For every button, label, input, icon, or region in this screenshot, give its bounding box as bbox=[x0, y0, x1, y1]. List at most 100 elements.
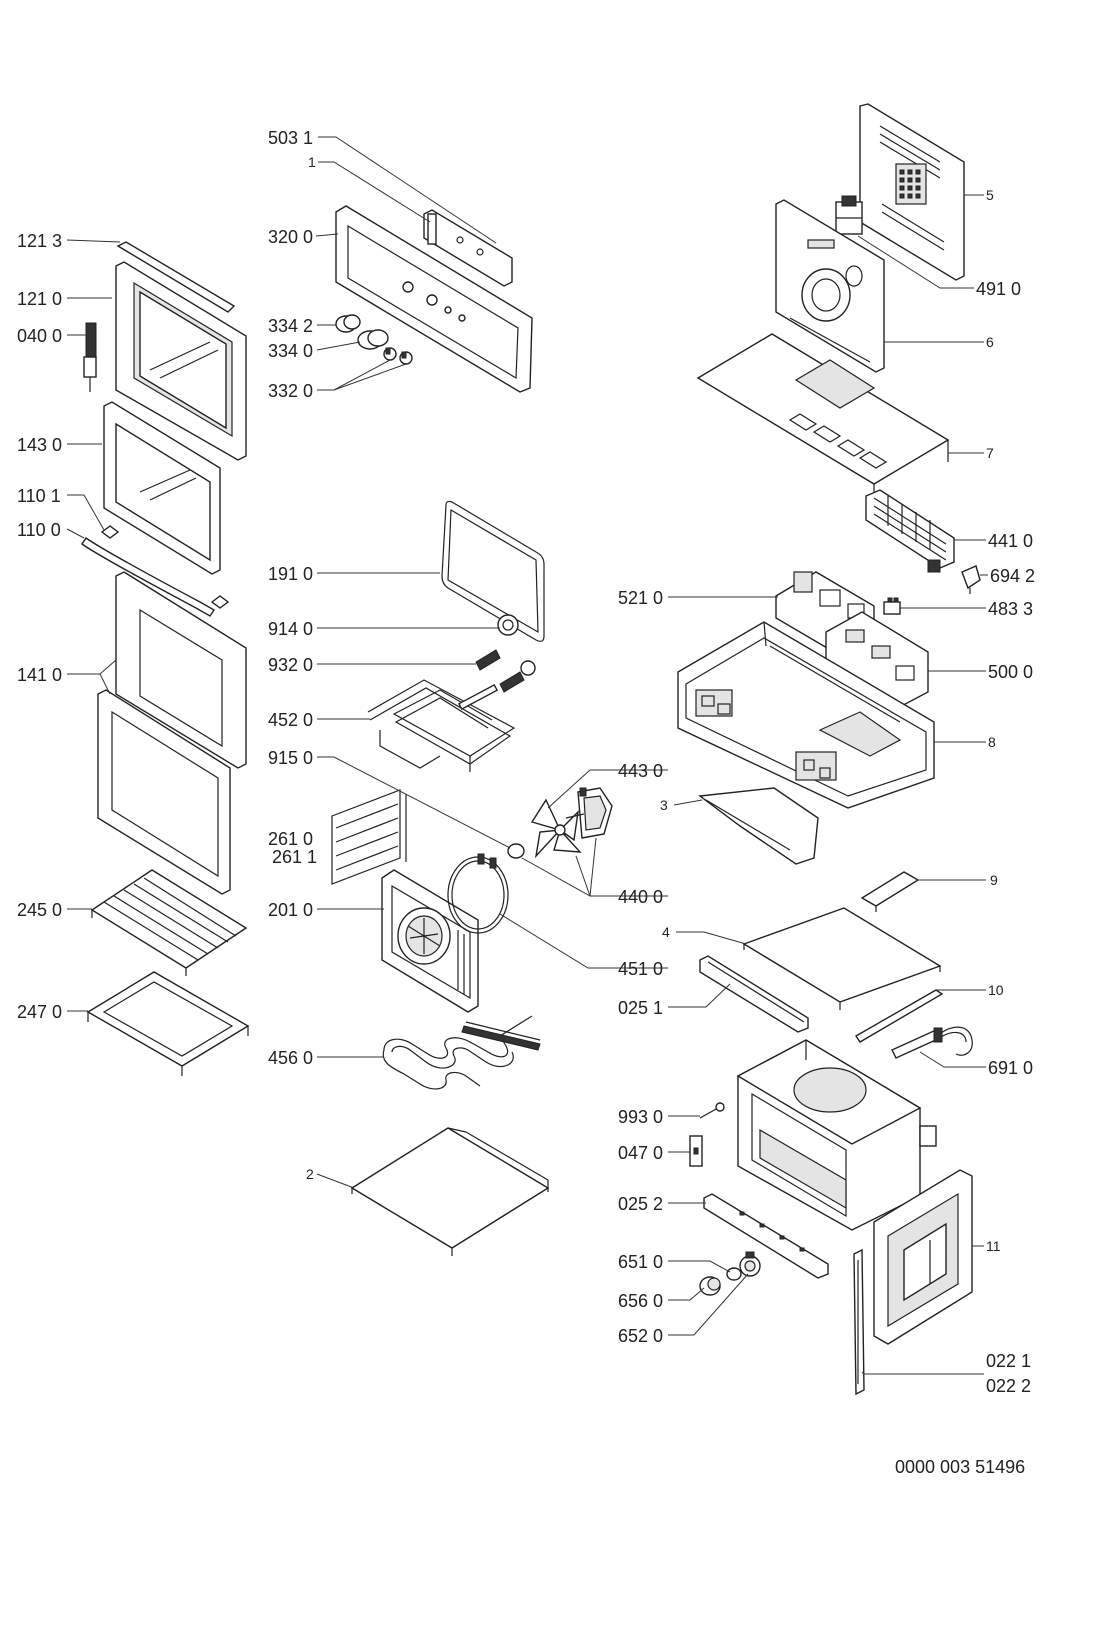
terminal-block-part bbox=[883, 597, 901, 615]
door-handle-part bbox=[81, 525, 230, 617]
circular-heating-element-part bbox=[447, 853, 509, 934]
side-shelf-runner-part bbox=[331, 789, 407, 885]
callout-047-0: 047 0 bbox=[618, 1143, 663, 1163]
callout-651-0: 651 0 bbox=[618, 1252, 663, 1272]
callout-3: 3 bbox=[660, 797, 668, 813]
callout-261-0: 261 0 bbox=[268, 829, 313, 849]
screw-part bbox=[699, 1102, 725, 1119]
callout-025-2: 025 2 bbox=[618, 1194, 663, 1214]
oven-lamp-part bbox=[726, 1267, 742, 1281]
callout-261-1: 261 1 bbox=[272, 847, 317, 867]
callout-022-1: 022 1 bbox=[986, 1351, 1031, 1371]
grill-element-part bbox=[367, 679, 516, 772]
callout-443-0: 443 0 bbox=[618, 761, 663, 781]
callout-691-0: 691 0 bbox=[988, 1058, 1033, 1078]
callout-022-2: 022 2 bbox=[986, 1376, 1031, 1396]
callout-2: 2 bbox=[306, 1166, 314, 1182]
side-runner-strip-part bbox=[853, 1248, 865, 1396]
lamp-holder-part bbox=[475, 649, 536, 693]
callout-6: 6 bbox=[986, 334, 994, 350]
callout-141-0: 141 0 bbox=[17, 665, 62, 685]
door-hinge-part bbox=[83, 322, 97, 392]
wire-shelf-part bbox=[90, 869, 248, 976]
callout-201-0: 201 0 bbox=[268, 900, 313, 920]
lamp-socket-part bbox=[739, 1251, 761, 1277]
programmer-bracket-part bbox=[423, 209, 513, 287]
mounting-plate-part bbox=[860, 871, 920, 912]
lower-base-plate-part bbox=[742, 907, 942, 1010]
outer-door-glass-rear-part bbox=[97, 689, 231, 895]
bottom-heating-element-part bbox=[382, 1015, 541, 1090]
support-bracket-part bbox=[698, 787, 819, 865]
callout-110-0: 110 0 bbox=[17, 520, 61, 540]
callout-521-0: 521 0 bbox=[618, 588, 663, 608]
callout-4: 4 bbox=[662, 924, 670, 940]
cooling-fan-part bbox=[865, 489, 955, 573]
callout-110-1: 110 1 bbox=[17, 486, 61, 506]
top-cover-panel-part bbox=[696, 333, 950, 492]
callout-452-0: 452 0 bbox=[268, 710, 313, 730]
oven-floor-plate-part bbox=[350, 1127, 550, 1256]
callout-441-0: 441 0 bbox=[988, 531, 1033, 551]
trim-strip-part bbox=[855, 989, 944, 1043]
baking-tray-part bbox=[86, 971, 250, 1076]
callout-932-0: 932 0 bbox=[268, 655, 313, 675]
callout-334-0: 334 0 bbox=[268, 341, 313, 361]
knob-spring-part bbox=[383, 347, 413, 365]
callout-694-2: 694 2 bbox=[990, 566, 1035, 586]
callout-191-0: 191 0 bbox=[268, 564, 313, 584]
callout-245-0: 245 0 bbox=[17, 900, 62, 920]
fan-motor-part bbox=[565, 787, 613, 839]
door-top-strip-part bbox=[116, 241, 236, 313]
control-knob-large-part bbox=[357, 329, 389, 350]
callout-11: 11 bbox=[986, 1238, 1001, 1254]
oven-cavity-part bbox=[736, 1039, 937, 1231]
callout-483-3: 483 3 bbox=[988, 599, 1033, 619]
fan-blade-part bbox=[530, 798, 582, 859]
callout-7: 7 bbox=[986, 445, 994, 461]
rear-cover-panel-part bbox=[859, 103, 965, 281]
callout-320-0: 320 0 bbox=[268, 227, 313, 247]
callout-10: 10 bbox=[988, 982, 1004, 998]
callout-143-0: 143 0 bbox=[17, 435, 62, 455]
hinge-receiver-part bbox=[689, 1135, 703, 1167]
transformer-part bbox=[835, 195, 863, 235]
callout-914-0: 914 0 bbox=[268, 619, 313, 639]
callout-491-0: 491 0 bbox=[976, 279, 1021, 299]
callout-247-0: 247 0 bbox=[17, 1002, 62, 1022]
callout-5: 5 bbox=[986, 187, 994, 203]
callout-503-1: 503 1 bbox=[268, 128, 313, 148]
callout-456-0: 456 0 bbox=[268, 1048, 313, 1068]
callout-993-0: 993 0 bbox=[618, 1107, 663, 1127]
thermostat-part bbox=[961, 565, 981, 594]
control-knob-part bbox=[335, 314, 361, 333]
callout-121-0: 121 0 bbox=[17, 289, 62, 309]
document-number: 0000 003 51496 bbox=[895, 1457, 1025, 1477]
outer-door-glass-front-part bbox=[115, 571, 247, 769]
fan-nut-part bbox=[507, 843, 525, 859]
rear-wall-panel-part bbox=[775, 199, 885, 373]
middle-glass-frame-part bbox=[103, 401, 221, 575]
callout-656-0: 656 0 bbox=[618, 1291, 663, 1311]
callout-1: 1 bbox=[308, 154, 316, 170]
door-gasket-part bbox=[441, 500, 545, 642]
callout-334-2: 334 2 bbox=[268, 316, 313, 336]
callout-440-0: 440 0 bbox=[618, 887, 663, 907]
callout-8: 8 bbox=[988, 734, 996, 750]
callout-121-3: 121 3 bbox=[17, 231, 62, 251]
callout-652-0: 652 0 bbox=[618, 1326, 663, 1346]
lamp-cap-part bbox=[699, 1276, 721, 1296]
control-panel-fascia-part bbox=[335, 205, 533, 393]
callout-915-0: 915 0 bbox=[268, 748, 313, 768]
side-insulation-panel-part bbox=[873, 1169, 973, 1345]
inner-door-frame-part bbox=[115, 261, 247, 461]
fan-cover-plate-part bbox=[381, 869, 479, 1013]
callout-451-0: 451 0 bbox=[618, 959, 663, 979]
oven-chassis-frame-part bbox=[677, 621, 935, 809]
callout-040-0: 040 0 bbox=[17, 326, 62, 346]
callout-500-0: 500 0 bbox=[988, 662, 1033, 682]
temperature-sensor-part bbox=[891, 1026, 973, 1059]
callout-labels: 503 1 1 121 3 320 0 121 0 040 0 334 2 33… bbox=[17, 128, 1035, 1396]
front-rail-part bbox=[703, 1193, 829, 1279]
